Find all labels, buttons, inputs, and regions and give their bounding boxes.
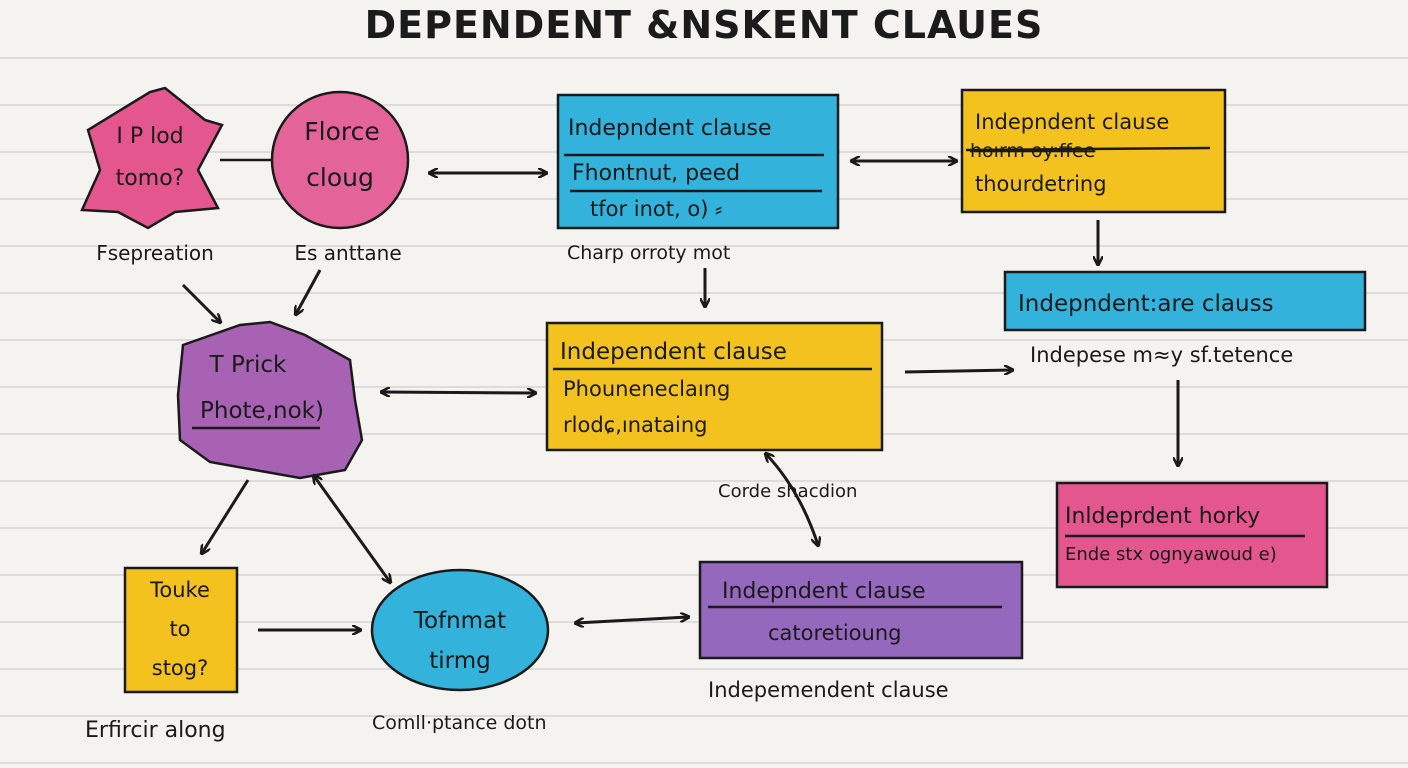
yellow-center-text-2: Phouneneclaıng (563, 377, 730, 401)
blue-box-text-3: tfor inot, o) ⸗ (590, 197, 722, 221)
blue-right-text: Indepndent:are clauss (1018, 291, 1274, 317)
arrow (296, 269, 322, 314)
yellow-small-text-1: Touke (149, 578, 210, 602)
purple-box-text-1: Indepndent clause (722, 579, 926, 604)
star-caption: Fsepreation (96, 241, 214, 265)
blob-node: T Prick Phote,nok) (176, 320, 364, 480)
yellow-center-text-1: Independent clause (560, 339, 787, 365)
page-title: DEPENDENT &NSKENT CLAUES (365, 3, 1044, 47)
blue-box-text-1: Indepndent clause (568, 116, 772, 141)
blob-text-2: Phote,nok) (200, 398, 324, 424)
pink-box-text-2: Ende stx ognyawoud e) (1065, 544, 1277, 565)
circle-text-2: cloug (306, 163, 374, 192)
yellow-top-text-2: hoırm oy:ffee (970, 140, 1095, 162)
blue-box-node: Indepndent clause Fhontnut, peed tfor in… (556, 93, 840, 230)
purple-box-node: Indepndent clause catoretioung (698, 560, 1024, 660)
yellow-small-text-3: stog? (152, 656, 209, 680)
ellipse-caption: Comll·ptance dotn (372, 712, 547, 734)
curved-double-arrow (766, 454, 818, 545)
double-arrow (314, 476, 390, 582)
blue-box-caption: Charp orroty mot (567, 242, 730, 264)
pink-box-text-1: Inldeprdent horky (1065, 504, 1260, 529)
blue-box-right-node: Indepndent:are clauss (1003, 270, 1367, 332)
yellow-box-top-node: Indepndent clause hoırm oy:ffee thourdet… (960, 88, 1227, 214)
yellow-top-text-3: thourdetring (975, 172, 1107, 196)
blue-right-caption: Indepese m≈y sf.tetence (1030, 343, 1293, 367)
arrow (904, 370, 1012, 372)
yellow-center-caption: Corde shacdion (718, 481, 857, 502)
yellow-small-text-2: to (169, 617, 190, 641)
ellipse-text-1: Tofnmat (413, 608, 506, 634)
star-text-2: tomo? (116, 166, 185, 191)
ellipse-text-2: tirmg (429, 648, 490, 674)
blue-ellipse-node: Tofnmat tirmg (370, 568, 550, 692)
double-arrow (382, 392, 535, 393)
yellow-small-caption: Erfircir along (85, 718, 226, 743)
double-arrow (576, 617, 688, 623)
blob-text-1: T Prick (209, 352, 287, 378)
yellow-small-node: Touke to stog? (123, 566, 239, 694)
star-text-1: I P lod (116, 124, 183, 149)
yellow-center-text-3: rlodɕ,ınataing (563, 413, 707, 437)
arrow (202, 479, 250, 553)
yellow-top-text-1: Indepndent clause (975, 110, 1169, 134)
circle-caption: Es anttane (294, 241, 401, 265)
circle-text-1: Florce (304, 117, 379, 146)
pink-box-node: Inldeprdent horky Ende stx ognyawoud e) (1055, 481, 1329, 589)
star-node: I P lod tomo? (80, 86, 224, 230)
blue-box-text-2: Fhontnut, peed (572, 161, 740, 186)
yellow-box-center-node: Independent clause Phouneneclaıng rlodɕ,… (545, 321, 884, 452)
circle-node: Florce cloug (270, 90, 410, 230)
purple-box-text-2: catoretioung (768, 621, 901, 645)
purple-box-caption: Indepemendent clause (708, 678, 949, 702)
arrow (181, 283, 220, 322)
